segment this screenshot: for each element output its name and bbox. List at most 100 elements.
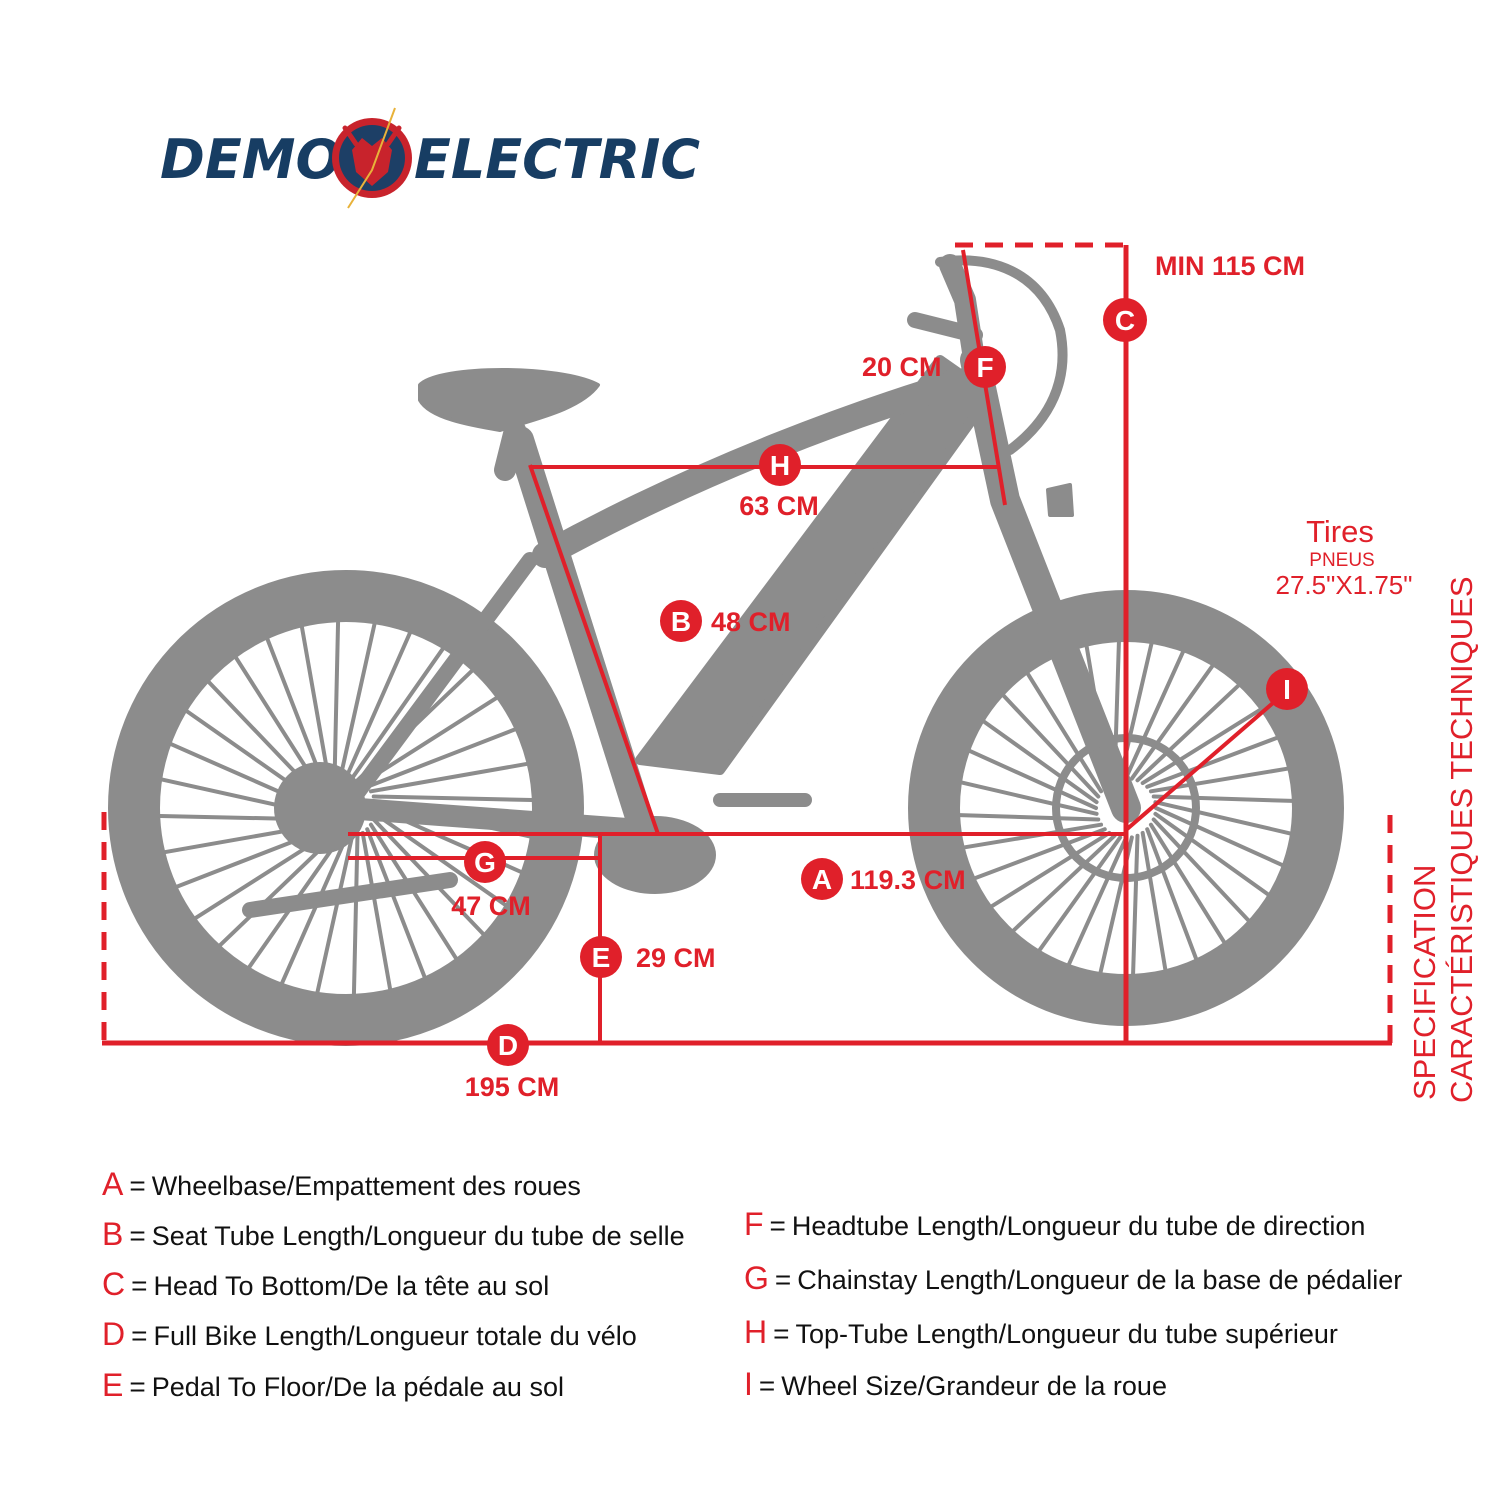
seat-tube <box>506 426 654 834</box>
spoke <box>1135 683 1241 783</box>
measurement-e-value: 29 CM <box>636 943 716 973</box>
tires-size: 27.5"X1.75" <box>1275 570 1412 600</box>
spoke <box>365 827 427 979</box>
legend-letter: G <box>744 1260 769 1296</box>
measurement-lines <box>101 242 1393 1046</box>
legend-letter: E <box>102 1367 124 1403</box>
legend-text: Top-Tube Length/Longueur du tube supérie… <box>795 1319 1338 1349</box>
spoke <box>1153 800 1293 836</box>
spoke <box>1140 830 1168 972</box>
spoke <box>365 727 517 789</box>
legend-text: Seat Tube Length/Longueur du tube de sel… <box>151 1221 685 1251</box>
spoke <box>368 761 529 794</box>
spoke <box>968 749 1098 810</box>
marker-e: E <box>580 936 622 978</box>
legend-item-b: B=Seat Tube Length/Longueur du tube de s… <box>102 1216 685 1252</box>
legend-letter: B <box>102 1216 124 1252</box>
marker-c-letter: C <box>1115 305 1135 336</box>
measurement-g-value: 47 CM <box>451 891 531 921</box>
legend-item-c: C=Head To Bottom/De la tête au sol <box>102 1266 550 1302</box>
spoke <box>990 830 1112 909</box>
legend-letter: A <box>102 1166 124 1202</box>
legend-text: Head To Bottom/De la tête au sol <box>153 1271 550 1301</box>
spoke <box>1140 707 1262 786</box>
spoke <box>1145 827 1199 961</box>
tires-subtitle: PNEUS <box>1309 550 1374 571</box>
legend-text: Full Bike Length/Longueur totale du vélo <box>153 1321 637 1351</box>
spoke <box>1129 664 1215 781</box>
legend-letter: I <box>744 1366 753 1402</box>
spoke <box>1154 806 1284 867</box>
rear-cassette <box>274 762 366 854</box>
legend-letter: F <box>744 1206 764 1242</box>
spoke <box>1025 672 1104 794</box>
spoke <box>1145 735 1279 789</box>
legend-item-a: A=Wheelbase/Empattement des roues <box>102 1166 581 1202</box>
measurement-h-value: 63 CM <box>739 491 819 521</box>
spoke <box>1131 833 1140 976</box>
spoke <box>1037 835 1123 952</box>
spoke <box>349 647 445 781</box>
marker-b: B <box>660 600 702 642</box>
marker-d-letter: D <box>498 1030 518 1061</box>
rear-wheel <box>108 570 584 1046</box>
measurement-b-value: 48 CM <box>711 607 791 637</box>
spoke <box>959 780 1099 816</box>
marker-g: G <box>464 841 506 883</box>
side-title-line2: CARACTÉRISTIQUES TECHNIQUES <box>1444 576 1479 1103</box>
spoke <box>1151 794 1294 803</box>
brand-right-text: ELECTRIC <box>414 128 700 191</box>
brake-lever <box>907 312 983 343</box>
legend-item-i: I=Wheel Size/Grandeur de la roue <box>744 1366 1167 1402</box>
marker-f-letter: F <box>976 352 993 383</box>
spoke <box>299 625 332 786</box>
demon-emblem-icon <box>332 107 412 209</box>
seat-post <box>494 419 526 481</box>
spoke <box>280 836 348 985</box>
legend-item-h: H=Top-Tube Length/Longueur du tube supér… <box>744 1314 1338 1350</box>
brand-logo: DEMON ELECTRIC <box>160 107 700 209</box>
spoke <box>265 637 327 789</box>
side-title-2: CARACTÉRISTIQUES TECHNIQUES <box>1444 576 1479 1103</box>
legend-item-d: D=Full Bike Length/Longueur totale du vé… <box>102 1316 637 1352</box>
measurement-d-value: 195 CM <box>465 1072 560 1102</box>
spoke <box>1153 811 1270 897</box>
marker-a: A <box>801 858 843 900</box>
crank-arm <box>242 872 458 918</box>
spoke <box>344 631 412 780</box>
chain-stay <box>335 797 651 841</box>
measurement-a-value: 119.3 CM <box>850 865 966 895</box>
spoke <box>1151 817 1251 923</box>
measurement-f-value: 20 CM <box>862 352 942 382</box>
marker-h-letter: H <box>770 450 790 481</box>
legend-text: Wheel Size/Grandeur de la roue <box>781 1371 1167 1401</box>
seat-stay <box>338 552 538 816</box>
line-i <box>1124 688 1290 832</box>
spoke <box>1001 693 1101 799</box>
legend-item-g: G=Chainstay Length/Longueur de la base d… <box>744 1260 1403 1296</box>
marker-h: H <box>759 444 801 486</box>
legend-text: Pedal To Floor/De la pédale au sol <box>151 1372 564 1402</box>
spoke <box>218 833 337 948</box>
legend-letter: D <box>102 1316 126 1352</box>
spoke <box>338 622 377 781</box>
spoke <box>982 719 1099 805</box>
marker-d: D <box>487 1024 529 1066</box>
marker-i-letter: I <box>1283 674 1291 705</box>
legend-letter: H <box>744 1314 768 1350</box>
saddle <box>418 368 600 432</box>
marker-i: I <box>1266 668 1308 710</box>
side-title: SPECIFICATION <box>1407 865 1442 1100</box>
marker-e-letter: E <box>592 942 611 973</box>
legend-text: Wheelbase/Empattement des roues <box>151 1171 581 1201</box>
legend-item-e: E=Pedal To Floor/De la pédale au sol <box>102 1367 564 1403</box>
line-b <box>528 464 660 835</box>
spoke <box>332 620 341 783</box>
legend-item-f: F=Headtube Length/Longueur du tube de di… <box>744 1206 1366 1242</box>
spoke <box>315 835 354 994</box>
headlight <box>1046 483 1074 517</box>
marker-a-letter: A <box>812 864 832 895</box>
marker-c: C <box>1103 298 1147 342</box>
